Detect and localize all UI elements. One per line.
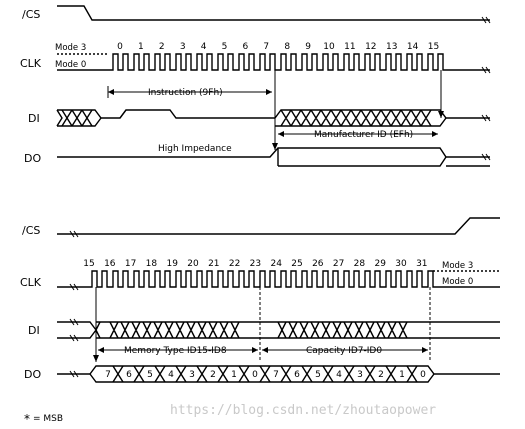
clk-number: 0 (117, 42, 123, 52)
clk-number: 20 (187, 259, 199, 269)
mode0-top-label: Mode 0 (55, 60, 86, 70)
clk-number: 13 (386, 42, 397, 52)
clk-number: 15 (83, 259, 94, 269)
clk-top-label: CLK (20, 57, 42, 70)
manufacturer-label: Manufacturer ID (EFh) (314, 130, 413, 140)
clk-number: 2 (159, 42, 165, 52)
mode3-top-label: Mode 3 (55, 43, 86, 53)
clk-number: 1 (138, 42, 144, 52)
msb-legend: = MSB (33, 414, 63, 424)
clk-number: 27 (333, 259, 344, 269)
do-bit: 3 (189, 370, 195, 380)
clk-number: 4 (201, 42, 207, 52)
watermark-text: https://blog.csdn.net/zhoutaopower (170, 403, 436, 418)
clk-number: 25 (291, 259, 302, 269)
clk-number: 5 (222, 42, 228, 52)
clk-number: 10 (323, 42, 335, 52)
clk-number: 6 (243, 42, 249, 52)
clk-number: 16 (104, 259, 116, 269)
cs-top-label: /CS (22, 8, 40, 21)
clk-number: 12 (365, 42, 376, 52)
instruction-label: Instruction (9Fh) (148, 88, 223, 98)
do-bit: 3 (357, 370, 363, 380)
clk-number: 14 (407, 42, 419, 52)
clk-bottom-waveform (57, 270, 440, 288)
high-impedance-label: High Impedance (158, 144, 232, 154)
clk-number: 17 (125, 259, 136, 269)
clk-number: 18 (146, 259, 158, 269)
capacity-label: Capacity ID7-ID0 (306, 346, 382, 356)
di-top-waveform (56, 109, 490, 127)
clk-number: 30 (395, 259, 407, 269)
do-top-label: DO (24, 152, 41, 165)
clk-number: 24 (270, 259, 282, 269)
do-bit: 1 (231, 370, 237, 380)
mode0-bottom-label: Mode 0 (442, 277, 473, 287)
do-bit: 0 (420, 370, 426, 380)
msb-star: * (24, 412, 30, 426)
do-top-waveform (57, 147, 490, 167)
clk-number: 7 (263, 42, 269, 52)
do-bit: 0 (252, 370, 258, 380)
do-bottom-waveform (57, 365, 500, 383)
do-bit: 6 (294, 370, 300, 380)
clk-number: 23 (250, 259, 261, 269)
di-bottom-label: DI (28, 324, 40, 337)
do-bit: 2 (378, 370, 384, 380)
cs-bottom-waveform (57, 217, 500, 235)
do-bit: 1 (399, 370, 405, 380)
di-top-label: DI (28, 112, 40, 125)
top-section (56, 5, 491, 167)
cs-top-waveform (57, 5, 490, 21)
clk-number: 28 (354, 259, 366, 269)
mode3-bottom-label: Mode 3 (442, 261, 473, 271)
clk-bottom-label: CLK (20, 276, 42, 289)
clk-number: 3 (180, 42, 186, 52)
do-bit: 5 (315, 370, 321, 380)
memory-type-label: Memory Type ID15-ID8 (124, 346, 227, 356)
do-bit: 6 (126, 370, 132, 380)
clk-number: 21 (208, 259, 219, 269)
do-bit: 2 (210, 370, 216, 380)
clk-number: 11 (344, 42, 355, 52)
bottom-clk-numbers: 15 16 17 18 19 20 21 22 23 24 25 26 27 28 29 30 31 (83, 259, 427, 269)
do-bit: 4 (168, 370, 174, 380)
clk-number: 19 (166, 259, 178, 269)
clk-number: 15 (428, 42, 439, 52)
do-bit: 5 (147, 370, 153, 380)
do-bit: 4 (336, 370, 342, 380)
clk-top-waveform (57, 53, 490, 71)
clk-number: 31 (416, 259, 427, 269)
clk-number: 29 (374, 259, 386, 269)
cs-bottom-label: /CS (22, 224, 40, 237)
clk-number: 26 (312, 259, 324, 269)
do-bit: 7 (273, 370, 279, 380)
do-bit: 7 (105, 370, 111, 380)
do-bottom-label: DO (24, 368, 41, 381)
di-bottom-waveform (57, 321, 500, 339)
bottom-section (57, 217, 500, 383)
clk-number: 8 (284, 42, 290, 52)
clk-number: 22 (229, 259, 240, 269)
do-bottom-bits: 7 6 5 4 3 2 1 0 7 6 5 4 3 2 1 0 (105, 370, 426, 380)
clk-number: 9 (305, 42, 311, 52)
